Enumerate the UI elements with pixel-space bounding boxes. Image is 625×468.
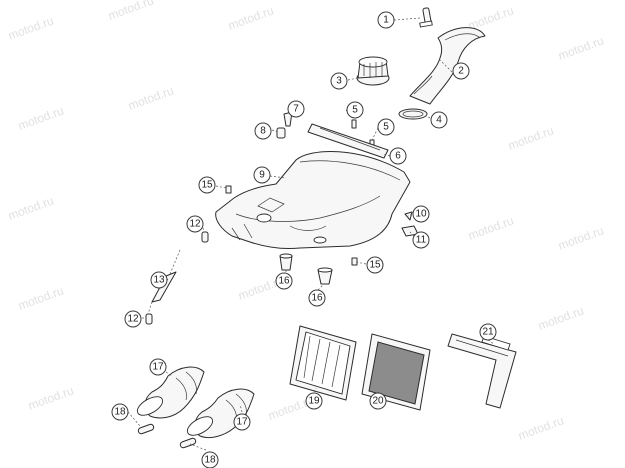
part-intake-boot (136, 366, 205, 419)
watermark-text: motod.ru (6, 13, 55, 42)
callout-label: 6 (395, 151, 401, 162)
part-fitting (225, 185, 232, 194)
callout-1: 1 (377, 11, 395, 29)
callout-label: 1 (383, 15, 389, 26)
callout-19: 19 (305, 392, 323, 410)
part-rubber-foot (279, 253, 293, 271)
part-hose-clamp (137, 423, 155, 435)
callout-12: 12 (186, 215, 204, 233)
callout-label: 15 (369, 260, 381, 271)
part-clamp-ring (398, 108, 428, 120)
callout-label: 21 (482, 327, 494, 338)
callout-16: 16 (308, 289, 326, 307)
callout-9: 9 (253, 166, 271, 184)
part-filter-cover (447, 333, 517, 409)
callout-12: 12 (124, 310, 142, 328)
callout-label: 2 (458, 66, 464, 77)
part-airbox-housing (215, 151, 411, 249)
callout-7: 7 (287, 100, 305, 118)
callout-label: 8 (260, 126, 266, 137)
callout-11: 11 (412, 231, 430, 249)
watermark-text: motod.ru (226, 3, 275, 32)
callout-6: 6 (389, 147, 407, 165)
part-grommet (276, 127, 286, 139)
callout-label: 17 (152, 362, 164, 373)
watermark-text: motod.ru (466, 213, 515, 242)
part-fitting (351, 257, 358, 266)
callout-17: 17 (149, 358, 167, 376)
callout-label: 11 (416, 235, 427, 246)
watermark-text: motod.ru (6, 193, 55, 222)
callout-label: 4 (436, 115, 442, 126)
watermark-text: motod.ru (516, 413, 565, 442)
watermark-text: motod.ru (556, 33, 605, 62)
watermark-text: motod.ru (126, 83, 175, 112)
part-rubber-coupling (356, 56, 390, 86)
part-clamp-screw (419, 7, 433, 28)
part-cover-plate (307, 123, 389, 159)
callout-15: 15 (198, 176, 216, 194)
part-rubber-foot (317, 267, 333, 285)
callout-2: 2 (452, 62, 470, 80)
part-intake-duct (409, 27, 486, 105)
callout-label: 10 (415, 209, 427, 220)
part-plug (201, 231, 209, 243)
callout-label: 5 (352, 105, 358, 116)
callout-8: 8 (254, 122, 272, 140)
callout-13: 13 (150, 271, 168, 289)
callout-label: 19 (308, 396, 320, 407)
callout-10: 10 (412, 205, 430, 223)
callout-4: 4 (430, 111, 448, 129)
callout-20: 20 (369, 392, 387, 410)
callout-16: 16 (275, 272, 293, 290)
callout-21: 21 (479, 323, 497, 341)
callout-label: 3 (336, 76, 342, 87)
callout-label: 20 (372, 396, 384, 407)
part-hose (147, 249, 181, 315)
watermark-text: motod.ru (16, 103, 65, 132)
callout-17: 17 (233, 413, 251, 431)
part-intake-boot (186, 388, 255, 439)
watermark-text: motod.ru (106, 0, 155, 23)
callout-label: 7 (293, 104, 299, 115)
callout-label: 5 (383, 122, 389, 133)
callout-3: 3 (330, 72, 348, 90)
callout-label: 9 (259, 170, 265, 181)
callout-label: 16 (278, 276, 290, 287)
watermark-text: motod.ru (536, 303, 585, 332)
callout-5: 5 (377, 118, 395, 136)
watermark-text: motod.ru (556, 223, 605, 252)
part-filter-element (361, 333, 431, 411)
callout-label: 15 (201, 180, 213, 191)
watermark-text: motod.ru (16, 283, 65, 312)
callout-5: 5 (346, 101, 364, 119)
watermark-text: motod.ru (506, 123, 555, 152)
callout-label: 12 (189, 219, 201, 230)
callout-18: 18 (111, 403, 129, 421)
callout-label: 17 (236, 417, 248, 428)
callout-label: 18 (114, 407, 126, 418)
callout-label: 13 (153, 275, 165, 286)
callout-18: 18 (201, 451, 219, 468)
part-plug (145, 313, 153, 325)
watermark-text: motod.ru (26, 383, 75, 412)
callout-label: 16 (311, 293, 323, 304)
part-hose-clamp (179, 437, 197, 449)
callout-label: 12 (127, 314, 139, 325)
callout-label: 18 (204, 455, 216, 466)
callout-15: 15 (366, 256, 384, 274)
part-filter-frame (289, 325, 357, 401)
